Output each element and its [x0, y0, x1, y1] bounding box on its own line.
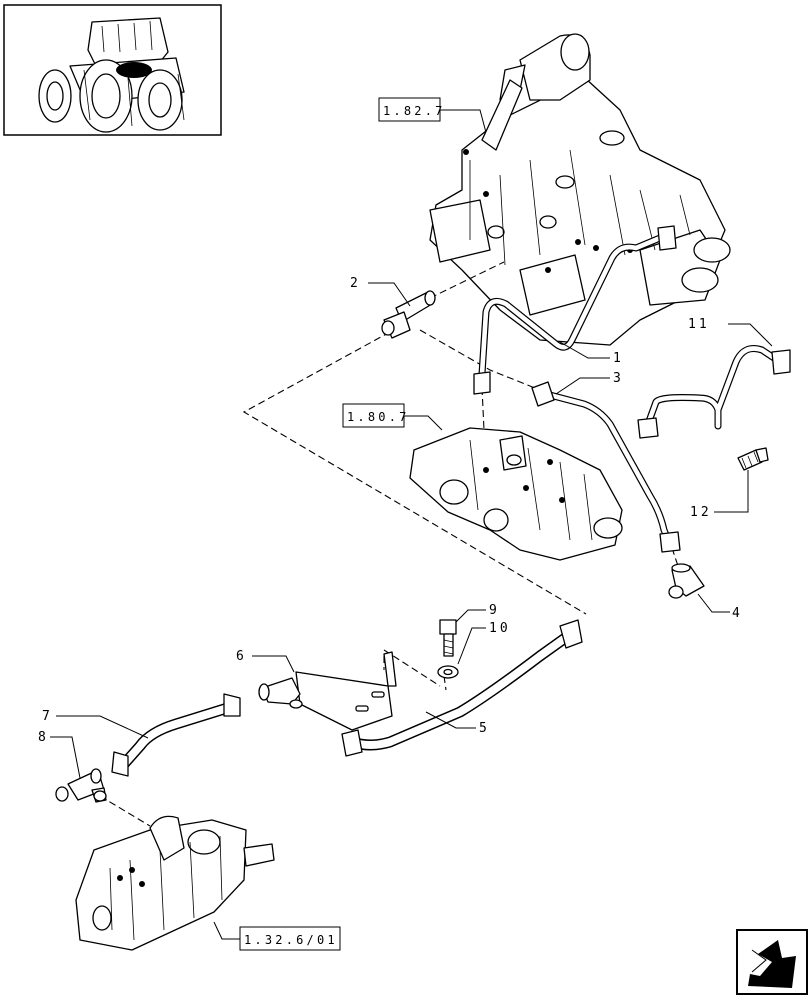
callout-5: 5 [479, 721, 490, 736]
reference-label: 1.82.7 [383, 104, 446, 118]
callout-9: 9 [489, 603, 500, 618]
callout-6: 6 [236, 649, 247, 664]
callout-2: 2 [350, 276, 361, 291]
callout-1: 1 [613, 351, 624, 366]
callout-leaders [50, 282, 773, 779]
hose-7[interactable] [111, 693, 241, 777]
tee-fitting-2[interactable] [381, 290, 436, 339]
auxiliary-valve [409, 427, 623, 561]
reference-box-1-32-6-01[interactable]: 1.32.6/01 [239, 926, 341, 951]
callout-8: 8 [38, 730, 49, 745]
callout-7: 7 [42, 709, 53, 724]
pipe-11[interactable] [637, 345, 791, 439]
hose-5[interactable] [341, 619, 583, 757]
adapter-fitting-12[interactable] [737, 447, 769, 471]
elbow-fitting-4[interactable] [668, 563, 705, 599]
pipe-1[interactable] [473, 225, 677, 395]
callout-11: 11 [688, 317, 710, 332]
next-page-arrow-icon[interactable] [736, 929, 808, 995]
reference-label: 1.32.6/01 [244, 933, 338, 947]
callout-10: 10 [489, 621, 511, 636]
tractor-icon [38, 17, 185, 133]
washer-10[interactable] [437, 665, 459, 679]
tractor-thumbnail [3, 4, 222, 136]
bracket-6[interactable] [295, 651, 397, 731]
callout-4: 4 [732, 606, 743, 621]
control-valve-assembly [429, 33, 731, 346]
bolt-9[interactable] [439, 619, 457, 657]
pipe-3[interactable] [531, 381, 681, 553]
distributor-valve [75, 815, 275, 951]
reference-box-1-82-7[interactable]: 1.82.7 [378, 97, 446, 122]
callout-12: 12 [690, 505, 712, 520]
tee-fitting-8[interactable] [55, 768, 107, 803]
bracket-elbow-fitting[interactable] [258, 677, 303, 709]
reference-label: 1.80.7 [347, 410, 410, 424]
callout-3: 3 [613, 371, 624, 386]
reference-box-1-80-7[interactable]: 1.80.7 [342, 403, 410, 428]
